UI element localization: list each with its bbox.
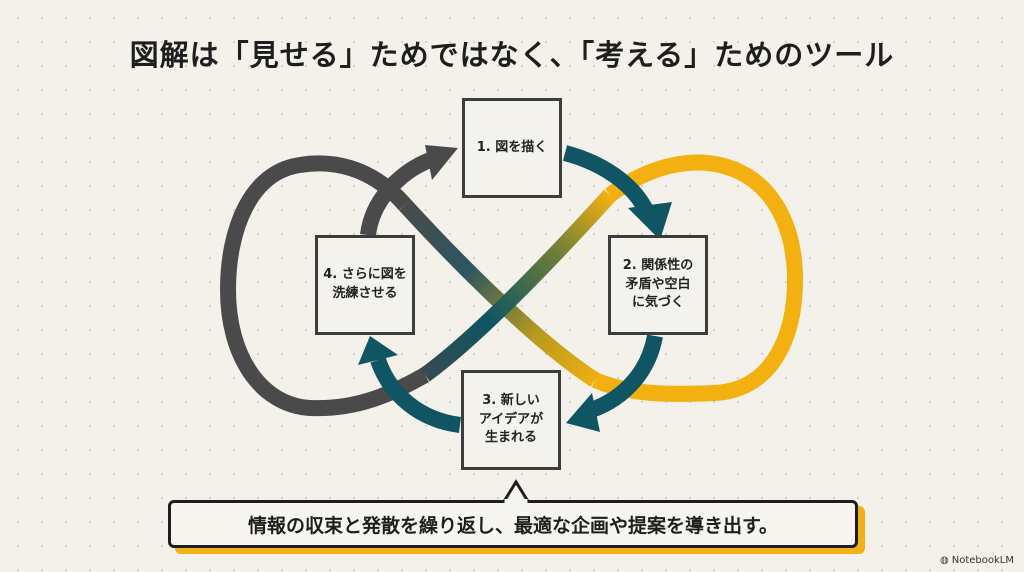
summary-callout: 情報の収束と発散を繰り返し、最適な企画や提案を導き出す。 bbox=[168, 500, 858, 548]
cross-strand-up bbox=[420, 189, 616, 382]
arrowhead-4-to-1 bbox=[425, 145, 458, 180]
arrow-2-to-3 bbox=[582, 334, 663, 420]
arrow-3-to-4 bbox=[370, 357, 462, 433]
step-4-box: 4. さらに図を 洗練させる bbox=[315, 235, 415, 335]
step-1-box: 1. 図を描く bbox=[462, 98, 562, 198]
notebooklm-brand: ◍ NotebookLM bbox=[940, 555, 1014, 566]
step-2-box: 2. 関係性の 矛盾や空白 に気づく bbox=[608, 235, 708, 335]
arrowhead-3-to-4 bbox=[358, 336, 398, 365]
notebooklm-logo-icon: ◍ bbox=[940, 555, 949, 566]
callout-pointer-mask bbox=[504, 499, 528, 507]
brand-label: NotebookLM bbox=[951, 555, 1014, 566]
callout-text: 情報の収束と発散を繰り返し、最適な企画や提案を導き出す。 bbox=[247, 514, 779, 537]
step-3-box: 3. 新しい アイデアが 生まれる bbox=[461, 370, 561, 470]
right-loop bbox=[591, 154, 804, 402]
arrowhead-1-to-2 bbox=[628, 202, 672, 240]
arrowhead-2-to-3 bbox=[566, 393, 600, 432]
slide-title: 図解は「見せる」ためではなく、「考える」ためのツール bbox=[129, 38, 895, 72]
left-loop bbox=[219, 155, 429, 417]
arrow-4-to-1 bbox=[360, 152, 434, 237]
